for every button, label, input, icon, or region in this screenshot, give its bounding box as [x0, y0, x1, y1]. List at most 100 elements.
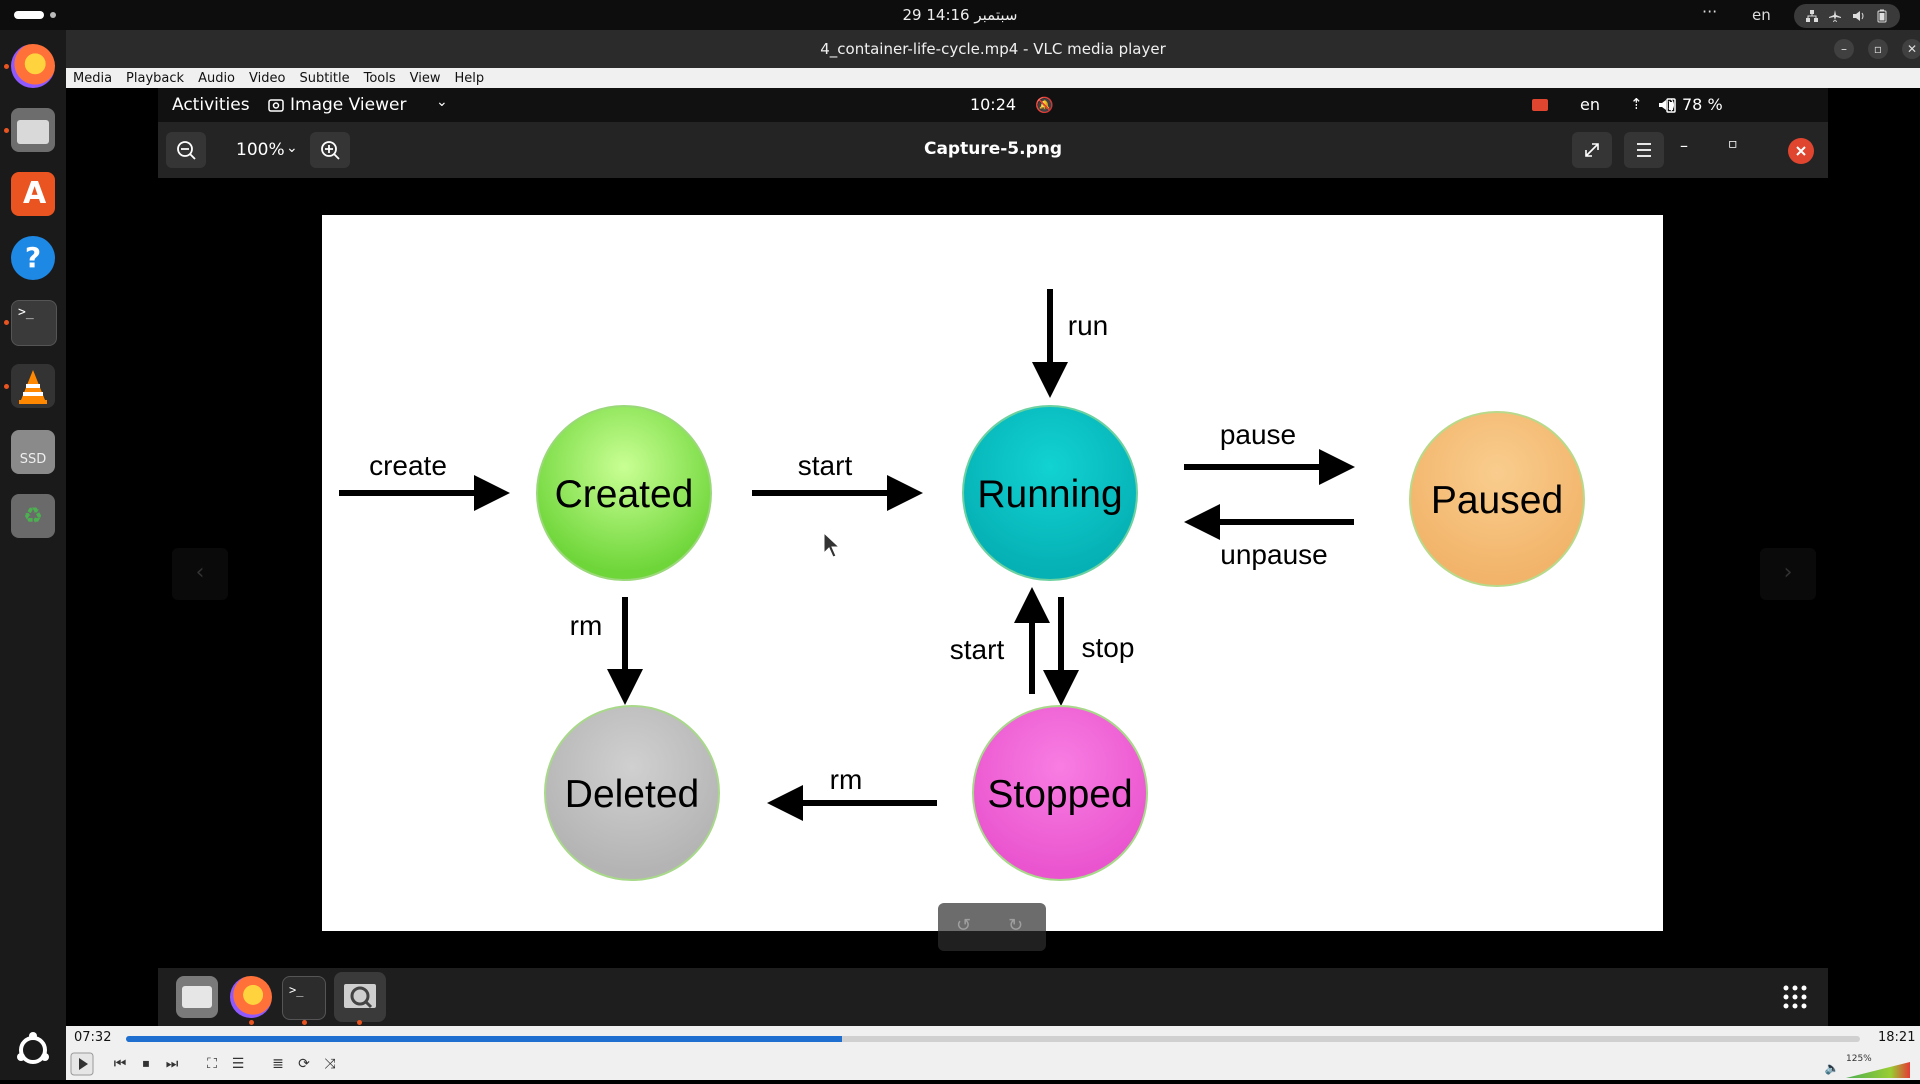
- vlc-title-bar[interactable]: 4_container-life-cycle.mp4 - VLC media p…: [66, 30, 1920, 68]
- seek-progress: [126, 1036, 843, 1042]
- activities-indicator[interactable]: [14, 11, 44, 19]
- play-icon: [70, 1052, 94, 1076]
- show-apps-grid-icon[interactable]: [1782, 984, 1808, 1014]
- container-lifecycle-diagram: create start run pause unpause rm start …: [322, 215, 1663, 931]
- menu-playback[interactable]: Playback: [126, 70, 185, 86]
- menu-audio[interactable]: Audio: [198, 70, 236, 86]
- label-create: create: [369, 450, 447, 481]
- ssd-label: SSD: [19, 452, 47, 467]
- screen-record-icon: [1532, 99, 1548, 111]
- ubuntu-logo-icon: [17, 1032, 49, 1064]
- image-title: Capture-5.png: [923, 139, 1063, 159]
- vlc-icon[interactable]: [11, 364, 55, 408]
- trash-icon[interactable]: ♻: [11, 494, 55, 538]
- state-created-label: Created: [555, 473, 694, 516]
- state-paused: [1409, 411, 1585, 587]
- next-image-button[interactable]: ›: [1760, 548, 1816, 600]
- rotate-left-icon[interactable]: ↺: [956, 915, 972, 936]
- app-menu[interactable]: Image Viewer: [290, 95, 407, 115]
- firefox-icon[interactable]: [11, 44, 55, 88]
- loop-icon[interactable]: ⟳: [298, 1056, 310, 1072]
- rotate-right-icon[interactable]: ↻: [1008, 915, 1024, 936]
- close-button[interactable]: ✕: [1902, 39, 1920, 59]
- image-viewer-dock-icon[interactable]: [334, 972, 386, 1022]
- state-stopped: [972, 705, 1148, 881]
- ssd-drive-icon[interactable]: SSD: [11, 430, 55, 474]
- menu-subtitle[interactable]: Subtitle: [299, 70, 350, 86]
- video-gnome-dock: >_: [158, 968, 1828, 1026]
- help-icon[interactable]: ?: [11, 236, 55, 280]
- previous-button[interactable]: ⏮: [113, 1056, 127, 1072]
- menu-media[interactable]: Media: [73, 70, 113, 86]
- label-start: start: [798, 450, 853, 481]
- label-rm-created: rm: [570, 610, 603, 641]
- hamburger-icon: [1637, 143, 1651, 157]
- next-button[interactable]: ⏭: [165, 1056, 179, 1072]
- chevron-down-icon: ⌄: [436, 94, 448, 110]
- play-button[interactable]: [70, 1052, 94, 1076]
- fullscreen-toggle-icon[interactable]: ⛶: [207, 1056, 217, 1072]
- bell-off-icon: 🔕: [1035, 96, 1054, 114]
- volume-level-label: 125%: [1846, 1054, 1872, 1064]
- state-deleted: [544, 705, 720, 881]
- state-created: [536, 405, 712, 581]
- firefox-icon[interactable]: [230, 976, 272, 1018]
- terminal-icon[interactable]: >_: [11, 300, 57, 346]
- stop-button[interactable]: ⏹: [142, 1056, 150, 1072]
- maximize-button[interactable]: ▫: [1868, 39, 1888, 59]
- shuffle-icon[interactable]: ⤨: [324, 1056, 336, 1072]
- extended-settings-icon[interactable]: ☰: [231, 1056, 245, 1072]
- main-menu-button[interactable]: [1624, 132, 1664, 168]
- host-clock[interactable]: 29 سبتمبر 14:16: [902, 6, 1018, 24]
- vlc-controls: 07:32 18:21 ⏮ ⏹ ⏭ ⛶ ☰ ≣ ⟳ ⤨ 🔈 125%: [66, 1026, 1920, 1080]
- seek-bar[interactable]: [126, 1036, 1860, 1042]
- zoom-level[interactable]: 100%: [236, 140, 285, 160]
- label-rm-stopped: rm: [830, 764, 863, 795]
- running-indicator: [4, 64, 9, 69]
- show-apps-icon[interactable]: [11, 1028, 55, 1072]
- menu-help[interactable]: Help: [454, 70, 485, 86]
- wifi-icon: ⇡: [1630, 95, 1643, 113]
- state-running: [962, 405, 1138, 581]
- rotate-controls: ↺ ↻: [938, 903, 1046, 951]
- maximize-button[interactable]: ▫: [1728, 136, 1738, 152]
- files-icon[interactable]: [11, 108, 55, 152]
- files-icon[interactable]: [176, 976, 218, 1018]
- previous-image-button[interactable]: ‹: [172, 548, 228, 600]
- host-dock: A ? >_ SSD ♻: [0, 30, 66, 1080]
- language-indicator[interactable]: en: [1580, 95, 1600, 114]
- host-language-indicator[interactable]: en: [1752, 6, 1771, 24]
- label-unpause: unpause: [1220, 539, 1327, 570]
- running-indicator: [357, 1020, 362, 1025]
- more-icon[interactable]: ···: [1702, 2, 1718, 21]
- vlc-menu-bar: Media Playback Audio Video Subtitle Tool…: [66, 68, 1920, 88]
- vlc-cone-icon: [19, 370, 47, 404]
- zoom-dropdown-chevron-icon[interactable]: ⌄: [286, 140, 298, 156]
- terminal-icon[interactable]: >_: [282, 976, 326, 1020]
- label-start-stopped: start: [950, 634, 1005, 665]
- app-center-icon[interactable]: A: [11, 172, 55, 216]
- zoom-in-button[interactable]: [310, 132, 350, 168]
- running-indicator: [4, 384, 9, 389]
- system-tray[interactable]: [1794, 4, 1900, 28]
- volume-icon: [1852, 11, 1864, 21]
- volume-slider[interactable]: [1846, 1062, 1910, 1078]
- image-viewer-header: 100% ⌄ Capture-5.png – ▫: [158, 122, 1828, 178]
- close-button[interactable]: [1788, 138, 1814, 164]
- fullscreen-button[interactable]: [1572, 132, 1612, 168]
- battery-percentage[interactable]: 78 %: [1682, 95, 1723, 114]
- menu-video[interactable]: Video: [249, 70, 286, 86]
- network-icon: [1805, 10, 1818, 22]
- menu-view[interactable]: View: [409, 70, 441, 86]
- zoom-out-button[interactable]: [166, 132, 206, 168]
- battery-icon: [1877, 9, 1887, 23]
- minimize-button[interactable]: –: [1834, 39, 1854, 59]
- playlist-icon[interactable]: ≣: [272, 1056, 284, 1072]
- activities-button[interactable]: Activities: [172, 95, 250, 115]
- host-top-bar: 29 سبتمبر 14:16 ··· en: [0, 0, 1920, 30]
- mute-icon[interactable]: 🔈: [1824, 1061, 1840, 1075]
- airplane-mode-icon: [1829, 10, 1842, 22]
- menu-tools[interactable]: Tools: [363, 70, 396, 86]
- inner-clock[interactable]: 10:24: [969, 95, 1017, 114]
- minimize-button[interactable]: –: [1680, 136, 1688, 155]
